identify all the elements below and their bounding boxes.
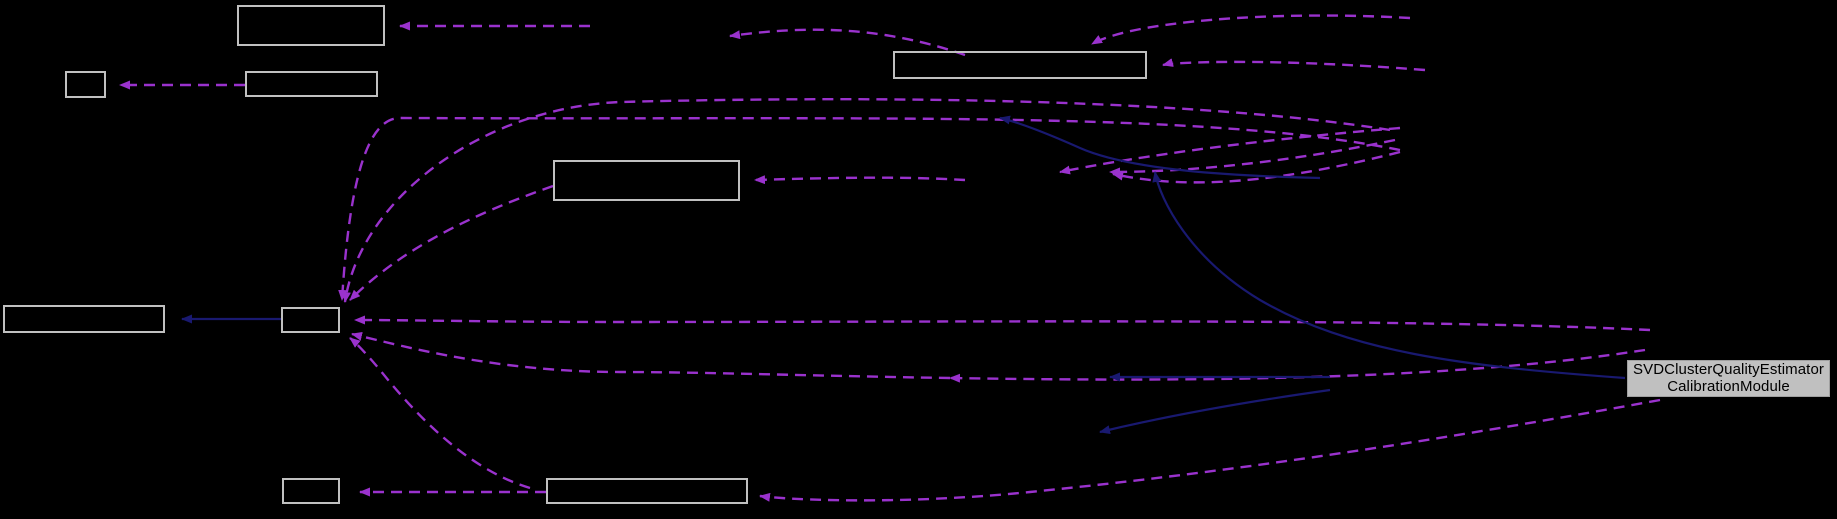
dashed-caller-edges [119,14,1661,502]
graph-node-caller-5[interactable] [553,160,740,201]
graph-node-caller-1[interactable] [237,5,385,46]
graph-node-label: SVDClusterQualityEstimator CalibrationMo… [1633,360,1824,395]
graph-node-caller-6[interactable] [3,305,165,333]
graph-node-caller-8[interactable] [282,478,340,504]
graph-node-caller-2[interactable] [65,71,106,98]
graph-node-caller-9[interactable] [546,478,748,504]
solid-inheritance-edges [181,115,1626,435]
graph-node-caller-3[interactable] [245,71,378,97]
graph-node-caller-4[interactable] [893,51,1147,79]
graph-node-hub[interactable] [281,307,340,333]
graph-node-target-svdclusterqualityestimatorcalibrationmodule[interactable]: SVDClusterQualityEstimator CalibrationMo… [1627,360,1830,397]
